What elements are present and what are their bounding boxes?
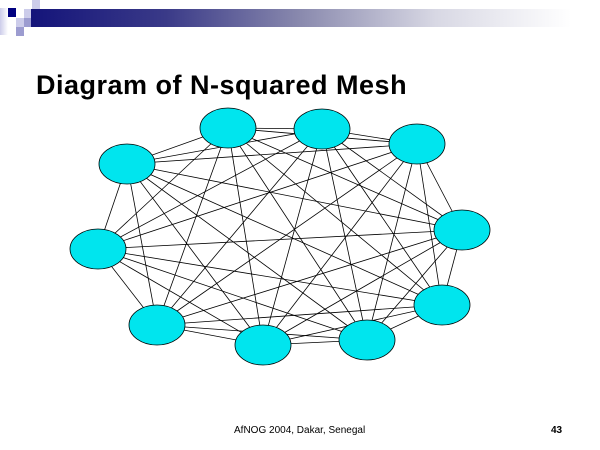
mesh-link: [262, 229, 463, 346]
mesh-link: [156, 304, 443, 326]
slide-title: Diagram of N-squared Mesh: [36, 70, 408, 100]
mesh-link: [156, 128, 323, 326]
mesh-node-n10: [69, 228, 127, 270]
decor-square: [24, 18, 32, 27]
mesh-node-n4: [388, 123, 446, 165]
mesh-link: [321, 128, 368, 341]
mesh-link: [156, 229, 463, 326]
decor-square: [16, 27, 24, 36]
mesh-link: [126, 163, 158, 326]
mesh-link: [227, 127, 264, 346]
mesh-node-n5: [433, 209, 491, 251]
decor-square: [8, 8, 16, 17]
mesh-link: [366, 229, 463, 341]
mesh-link: [227, 127, 443, 306]
mesh-link: [227, 127, 368, 341]
mesh-link: [416, 143, 443, 306]
mesh-link: [156, 127, 229, 326]
page-number: 43: [551, 425, 563, 436]
mesh-link: [97, 248, 443, 306]
mesh-link: [262, 128, 323, 346]
mesh-link: [366, 143, 418, 341]
mesh-link: [97, 248, 264, 346]
mesh-link: [97, 143, 418, 250]
decor-square: [32, 0, 40, 9]
decor-square: [0, 8, 8, 35]
mesh-edges: [97, 127, 463, 346]
mesh-link: [97, 127, 229, 250]
footer-text: AfNOG 2004, Dakar, Senegal: [234, 425, 366, 436]
decor-square: [24, 9, 32, 18]
mesh-nodes: [69, 107, 491, 366]
mesh-link: [227, 127, 463, 231]
mesh-link: [126, 163, 368, 341]
mesh-link: [321, 128, 443, 306]
mesh-link: [97, 248, 368, 341]
mesh-node-n6: [413, 284, 471, 326]
mesh-link: [262, 143, 418, 346]
mesh-link: [126, 163, 264, 346]
mesh-node-n1: [98, 143, 156, 185]
header-gradient-bar: [31, 9, 571, 27]
mesh-node-n8: [234, 324, 292, 366]
decor-square: [16, 18, 24, 27]
mesh-node-n9: [128, 304, 186, 346]
mesh-link: [126, 163, 443, 306]
mesh-link: [97, 128, 323, 250]
mesh-link: [126, 163, 463, 231]
mesh-link: [97, 229, 463, 250]
mesh-node-n2: [199, 107, 257, 149]
mesh-link: [321, 128, 463, 231]
mesh-link: [156, 143, 418, 326]
mesh-node-n7: [338, 319, 396, 361]
mesh-link: [126, 143, 418, 165]
mesh-node-n3: [293, 108, 351, 150]
